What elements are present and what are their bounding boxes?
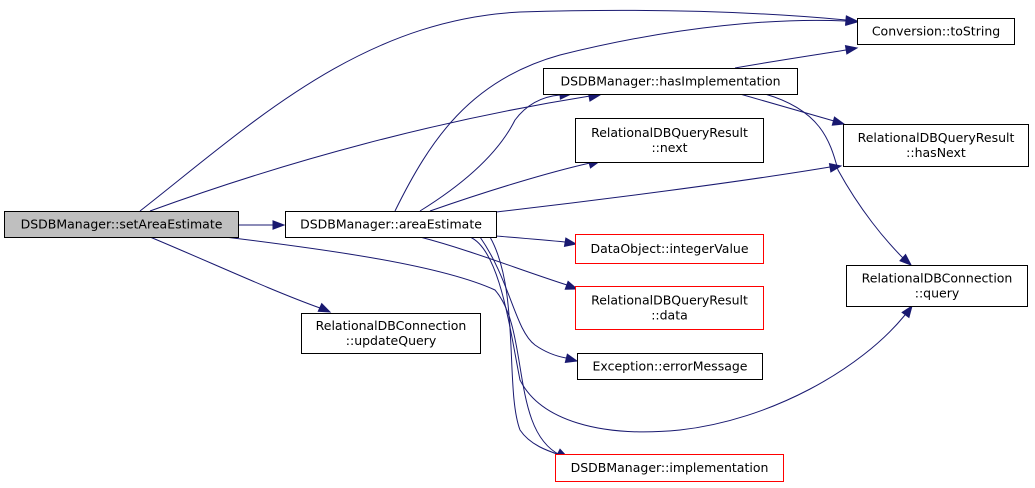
node-label: RelationalDBQueryResult [591,293,748,308]
edge-has-implementation-to-connection-query [764,93,913,266]
edge-line [734,49,847,69]
node-box [543,68,798,95]
arrowhead-icon [317,302,332,313]
node-label: RelationalDBConnection [862,271,1013,286]
edge-line [419,94,561,212]
node-label: ::updateQuery [346,333,437,348]
node-label: DSDBManager::areaEstimate [300,217,482,232]
node-error-message[interactable]: Exception::errorMessage [577,353,763,380]
edge-line [489,236,561,456]
edge-line [149,236,321,309]
node-box [301,313,481,354]
node-box [575,286,764,330]
edge-line [224,236,561,456]
edge-line [495,166,831,213]
node-label: DataObject::integerValue [590,241,748,256]
arrowhead-icon [899,253,913,266]
arrowhead-icon [828,163,843,173]
edge-line [429,162,591,212]
edge-line [764,93,904,259]
node-label: RelationalDBConnection [316,318,467,333]
edge-set-area-estimate-to-area-estimate [238,220,286,230]
node-box [575,118,764,163]
edge-line [149,95,591,212]
node-label: DSDBManager::implementation [571,460,769,475]
edge-set-area-estimate-to-update-query [149,236,332,313]
edge-area-estimate-to-has-implementation [419,90,573,212]
node-area-estimate[interactable]: DSDBManager::areaEstimate [285,211,497,238]
node-box [4,211,239,238]
edge-area-estimate-to-to-string [394,16,859,212]
edge-set-area-estimate-to-has-implementation [149,92,602,212]
node-to-string[interactable]: Conversion::toString [857,18,1015,45]
node-label: DSDBManager::setAreaEstimate [21,217,223,232]
edge-line [479,236,567,359]
node-label: ::hasNext [906,145,966,160]
node-label: RelationalDBQueryResult [858,130,1015,145]
arrowhead-icon [901,304,913,319]
node-label: Conversion::toString [872,24,1000,39]
node-box [555,454,784,482]
edge-line [495,235,566,243]
arrowhead-icon [272,220,286,230]
node-label: DSDBManager::hasImplementation [560,74,780,89]
node-set-area-estimate[interactable]: DSDBManager::setAreaEstimate [4,211,239,238]
node-update-query[interactable]: RelationalDBConnection::updateQuery [301,313,481,354]
node-query-result-data[interactable]: RelationalDBQueryResult::data [575,286,764,330]
arrowhead-icon [564,280,579,290]
edge-line [139,9,847,212]
edge-area-estimate-to-connection-query [469,236,913,433]
edge-area-estimate-to-implementation [489,236,570,459]
edge-line [469,236,906,433]
node-label: RelationalDBQueryResult [591,125,748,140]
node-box [843,124,1029,167]
node-box [575,234,764,264]
node-query-result-has-next[interactable]: RelationalDBQueryResult::hasNext [843,124,1029,167]
edge-line [739,93,835,122]
node-has-implementation[interactable]: DSDBManager::hasImplementation [543,68,798,95]
edge-area-estimate-to-query-result-data [419,236,579,290]
arrowhead-icon [564,353,579,363]
node-implementation[interactable]: DSDBManager::implementation [555,454,784,482]
edge-has-implementation-to-query-result-has-next [739,93,846,126]
node-box [846,265,1028,307]
node-integer-value[interactable]: DataObject::integerValue [575,234,764,264]
edges-layer [139,9,913,459]
node-label: Exception::errorMessage [593,359,748,374]
node-query-result-next[interactable]: RelationalDBQueryResult::next [575,118,764,163]
edge-has-implementation-to-to-string [734,45,859,69]
edge-line [394,19,847,212]
node-label: ::next [651,140,687,155]
node-label: ::query [915,286,960,301]
arrowhead-icon [831,116,846,126]
edge-set-area-estimate-to-to-string [139,9,859,212]
edge-area-estimate-to-query-result-next [429,159,602,212]
node-label: ::data [651,308,688,323]
arrowhead-icon [845,16,859,26]
edge-area-estimate-to-query-result-has-next [495,163,843,213]
edge-area-estimate-to-integer-value [495,235,578,247]
node-box [577,353,763,380]
node-box [285,211,497,238]
arrowhead-icon [844,45,859,55]
node-box [857,18,1015,45]
edge-line [419,236,568,286]
node-connection-query[interactable]: RelationalDBConnection::query [846,265,1028,307]
arrowhead-icon [563,237,578,247]
edge-area-estimate-to-error-message [479,236,579,363]
